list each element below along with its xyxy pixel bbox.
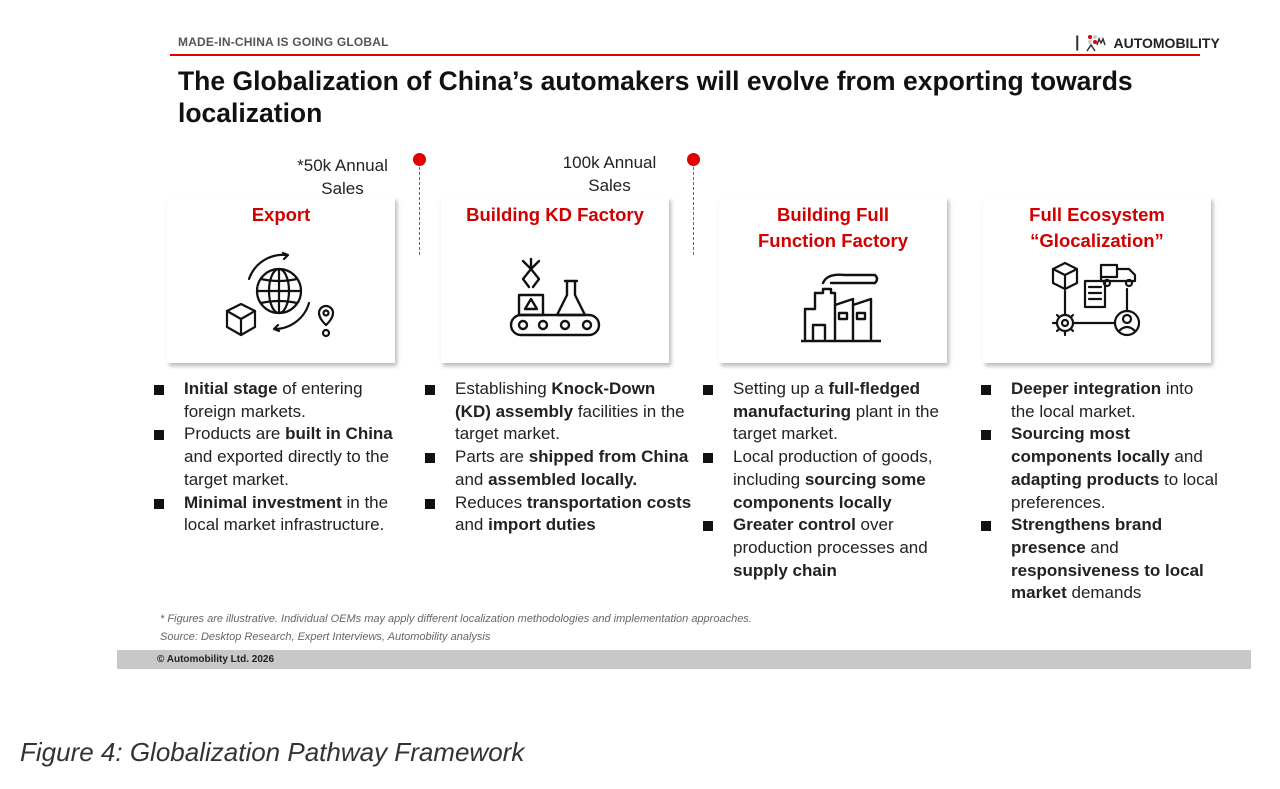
bullet-text: Local production of goods, including bbox=[733, 447, 933, 489]
bullet-text: Setting up a bbox=[733, 379, 829, 398]
bullet-text: and bbox=[1085, 537, 1119, 557]
bullet-text-bold: Deeper integration bbox=[1011, 379, 1162, 398]
bullet-text: to local preferences. bbox=[1011, 469, 1218, 512]
globe-export-icon bbox=[225, 251, 335, 338]
stage-title: Building Full Function Factory bbox=[757, 204, 909, 251]
bullet-text: plant in the target market. bbox=[733, 401, 939, 444]
stage-bullets-glocalization: Deeper integration into the local market… bbox=[981, 378, 1221, 605]
bullet-text: Parts are bbox=[455, 447, 529, 467]
bullet-text-bold: transportation costs bbox=[526, 492, 692, 512]
stage-title: Full Ecosystem “Glocalization” bbox=[1029, 204, 1165, 251]
bullet-text: and bbox=[455, 469, 489, 489]
bullet-text-bold: Knock-Down (KD) assembly bbox=[455, 379, 656, 421]
stage-bullets-export: Initial stage of entering foreign market… bbox=[154, 378, 402, 537]
milestone-label: 100k Annual Sales bbox=[562, 153, 657, 195]
milestone-dashed-line bbox=[693, 167, 694, 255]
bullet-item: Reduces transportation costs and import … bbox=[425, 492, 693, 537]
section-label: MADE-IN-CHINA IS GOING GLOBAL bbox=[178, 35, 389, 49]
bullet-text-bold: sourcing some components locally bbox=[733, 469, 926, 512]
slide-title: The Globalization of China’s automakers … bbox=[178, 66, 1133, 128]
bullet-text: in the local market infrastructure. bbox=[184, 492, 389, 535]
bullet-text: Products are bbox=[184, 424, 286, 444]
milestone-label: *50k Annual Sales bbox=[297, 156, 388, 198]
bullet-text: and exported directly to the target mark… bbox=[184, 447, 390, 489]
bullet-text-bold: shipped from China bbox=[528, 447, 689, 467]
header-rule bbox=[170, 54, 1200, 56]
bullet-item: Products are built in China and exported… bbox=[154, 423, 402, 491]
bullet-text-bold: import duties bbox=[488, 515, 596, 535]
bullet-item: Parts are shipped from China and assembl… bbox=[425, 446, 693, 491]
bullet-text-bold: supply chain bbox=[733, 560, 837, 580]
brand-name: AUTOMOBILITY bbox=[1113, 35, 1220, 51]
stage-title: Building KD Factory bbox=[466, 204, 644, 225]
bullet-text-bold: responsiveness to local market bbox=[1011, 560, 1204, 603]
milestone-marker bbox=[413, 153, 426, 166]
bullet-item: Sourcing most components locally and ada… bbox=[981, 423, 1221, 514]
figure-caption: Figure 4: Globalization Pathway Framewor… bbox=[20, 737, 525, 767]
bullet-item: Minimal investment in the local market i… bbox=[154, 492, 402, 537]
bullet-text: facilities in the target market. bbox=[455, 401, 685, 444]
bullet-text: Reduces bbox=[455, 492, 527, 512]
bullet-text: into the local market. bbox=[1011, 379, 1194, 421]
bullet-item: Deeper integration into the local market… bbox=[981, 378, 1221, 423]
bullet-text: of entering foreign markets. bbox=[184, 379, 363, 421]
bullet-text-bold: Sourcing most components locally bbox=[1011, 424, 1170, 467]
bullet-text-bold: Greater control bbox=[733, 515, 856, 535]
brand-logo: | AUTOMOBILITY bbox=[1075, 33, 1220, 53]
factory-icon bbox=[801, 273, 881, 343]
assembly-line-icon bbox=[509, 257, 601, 337]
source-note: Source: Desktop Research, Expert Intervi… bbox=[160, 631, 491, 643]
stage-card-glocalization: Full Ecosystem “Glocalization” bbox=[983, 197, 1211, 363]
bullet-text: Establishing bbox=[455, 379, 552, 398]
bullet-item: Strengthens brand presence and responsiv… bbox=[981, 514, 1221, 605]
bullet-text: over production processes and bbox=[733, 515, 928, 557]
ecosystem-network-icon bbox=[1051, 261, 1141, 337]
stage-bullets-kd-factory: Establishing Knock-Down (KD) assembly fa… bbox=[425, 378, 693, 537]
bullet-text: and bbox=[1169, 447, 1203, 467]
bullet-text-bold: full-fledged manufacturing bbox=[733, 379, 921, 421]
bullet-item: Establishing Knock-Down (KD) assembly fa… bbox=[425, 378, 693, 446]
milestone-marker bbox=[687, 153, 700, 166]
bullet-text-bold: Minimal investment bbox=[184, 492, 342, 512]
footer-bar bbox=[117, 650, 1251, 669]
stage-title: Export bbox=[251, 204, 311, 225]
stage-card-kd-factory: Building KD Factory bbox=[441, 197, 669, 363]
brand-separator: | bbox=[1075, 34, 1080, 51]
footnote: * Figures are illustrative. Individual O… bbox=[160, 613, 752, 625]
bullet-text-bold: assembled locally. bbox=[488, 469, 638, 489]
stage-card-full-factory: Building Full Function Factory bbox=[719, 197, 947, 363]
bullet-text-bold: adapting products bbox=[1011, 469, 1160, 489]
bullet-text: demands bbox=[1066, 583, 1142, 603]
bullet-text: and bbox=[455, 515, 489, 535]
stage-card-export: Export bbox=[167, 197, 395, 363]
automobility-logo-icon bbox=[1086, 35, 1107, 52]
stage-bullets-full-factory: Setting up a full-fledged manufacturing … bbox=[703, 378, 968, 582]
bullet-item: Initial stage of entering foreign market… bbox=[154, 378, 402, 423]
bullet-text-bold: built in China bbox=[285, 424, 393, 444]
bullet-item: Local production of goods, including sou… bbox=[703, 446, 968, 514]
milestone-dashed-line bbox=[419, 167, 420, 255]
bullet-text-bold: Initial stage bbox=[184, 379, 278, 398]
copyright: © Automobility Ltd. 2026 bbox=[157, 654, 275, 665]
bullet-text-bold: Strengthens brand presence bbox=[1011, 515, 1163, 557]
bullet-item: Setting up a full-fledged manufacturing … bbox=[703, 378, 968, 446]
bullet-item: Greater control over production processe… bbox=[703, 514, 968, 582]
